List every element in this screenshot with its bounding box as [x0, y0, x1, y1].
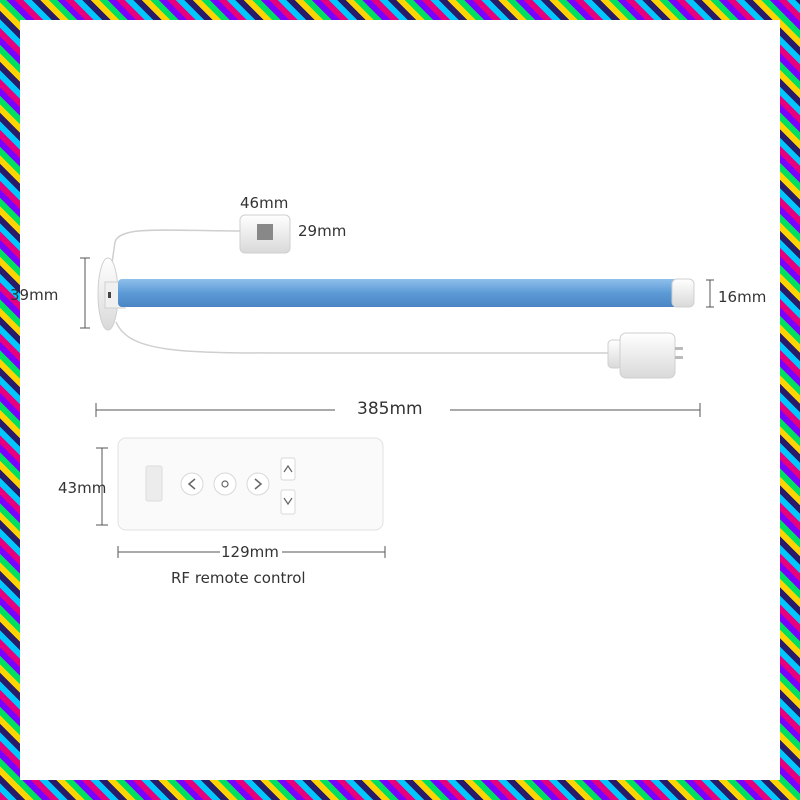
chevron-down-icon	[283, 497, 293, 506]
remote-height-label: 43mm	[58, 479, 107, 497]
dimension-lines	[80, 257, 714, 558]
power-adapter	[619, 332, 676, 379]
port-icon	[108, 292, 111, 298]
remote-right-button[interactable]	[246, 472, 270, 496]
module-cable	[111, 229, 241, 264]
remote-up-button[interactable]	[280, 457, 296, 481]
module-width-label: 46mm	[240, 194, 289, 212]
tube-diameter-label: 16mm	[718, 288, 767, 306]
remote-caption: RF remote control	[171, 569, 306, 587]
remote-down-button[interactable]	[280, 489, 296, 515]
power-cable	[115, 321, 619, 354]
tube-end-cap	[671, 278, 695, 308]
qr-code-icon	[257, 224, 273, 240]
adapter-prong	[675, 347, 683, 350]
bracket-height-label: 39mm	[10, 286, 59, 304]
chevron-right-icon	[254, 478, 263, 490]
chevron-up-icon	[283, 464, 293, 473]
remote-indicator	[145, 465, 163, 502]
frame-canvas: 46mm 29mm 39mm 16mm 385mm 43mm 129mm RF …	[10, 20, 780, 780]
remote-left-button[interactable]	[180, 472, 204, 496]
motor-tube	[118, 279, 678, 307]
module-height-label: 29mm	[298, 222, 347, 240]
chevron-left-icon	[187, 478, 196, 490]
remote-stop-button[interactable]	[213, 472, 237, 496]
adapter-prong	[675, 356, 683, 359]
product-illustration	[80, 214, 714, 558]
stop-icon	[221, 480, 229, 488]
total-length-label: 385mm	[357, 399, 423, 419]
remote-width-label: 129mm	[221, 543, 279, 561]
